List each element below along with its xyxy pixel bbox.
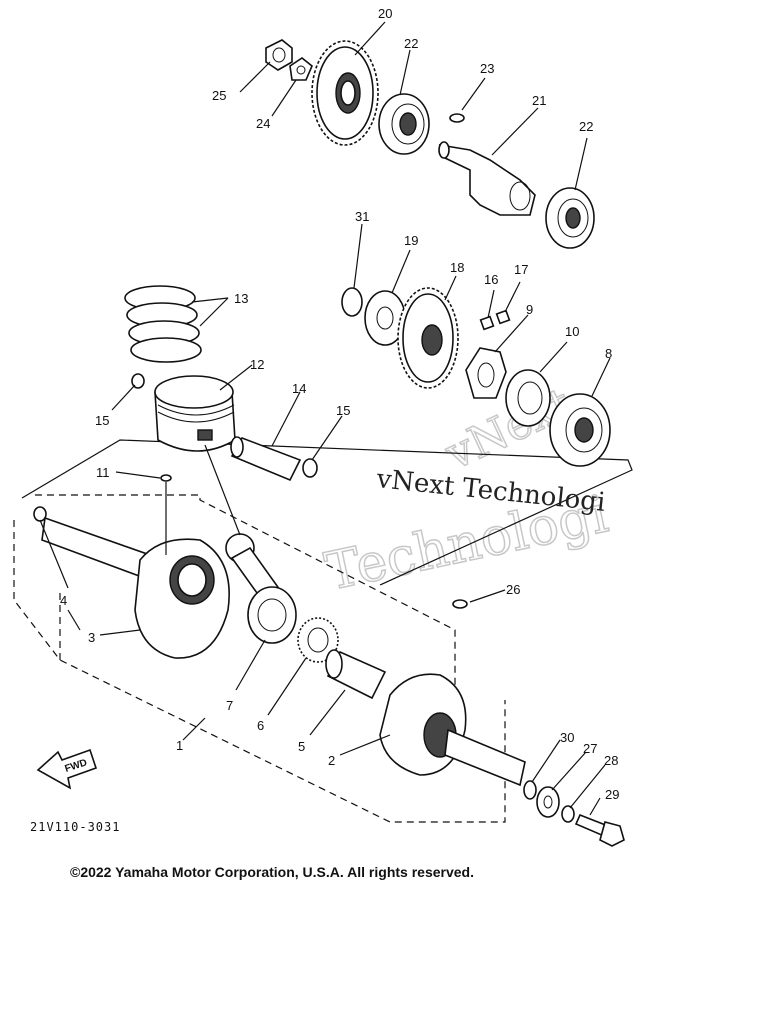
leader-lines bbox=[39, 21, 611, 816]
label-26: 26 bbox=[506, 582, 520, 597]
label-5: 5 bbox=[298, 739, 305, 754]
label-17: 17 bbox=[514, 262, 528, 277]
diagram-code: 21V110-3031 bbox=[30, 820, 120, 834]
piston-12 bbox=[154, 375, 236, 452]
part-labels: 20 22 23 21 22 25 24 31 19 18 16 17 9 10… bbox=[60, 6, 619, 802]
label-14: 14 bbox=[292, 381, 306, 396]
label-20: 20 bbox=[378, 6, 392, 21]
label-9: 9 bbox=[526, 302, 533, 317]
balancer-shaft-21 bbox=[438, 141, 536, 216]
bearing-22-right bbox=[545, 187, 595, 249]
label-2: 2 bbox=[328, 753, 335, 768]
forward-arrow-icon: FWD bbox=[36, 748, 98, 790]
o-ring-30 bbox=[523, 780, 537, 800]
needle-bearing-6 bbox=[297, 617, 339, 663]
label-4: 4 bbox=[60, 593, 67, 608]
primary-gear-18 bbox=[397, 287, 459, 389]
label-15-left: 15 bbox=[95, 413, 109, 428]
label-22-right: 22 bbox=[579, 119, 593, 134]
label-6: 6 bbox=[257, 718, 264, 733]
washer-10 bbox=[505, 369, 551, 427]
nut-25 bbox=[265, 39, 293, 71]
label-3: 3 bbox=[88, 630, 95, 645]
washer-27 bbox=[536, 786, 560, 818]
bolt-29 bbox=[574, 813, 625, 847]
label-28: 28 bbox=[604, 753, 618, 768]
label-10: 10 bbox=[565, 324, 579, 339]
label-30: 30 bbox=[560, 730, 574, 745]
bearing-8 bbox=[549, 393, 611, 467]
label-25: 25 bbox=[212, 88, 226, 103]
label-22-upper: 22 bbox=[404, 36, 418, 51]
crank-left-3 bbox=[41, 516, 230, 659]
circlip-31 bbox=[341, 287, 363, 317]
label-18: 18 bbox=[450, 260, 464, 275]
key-26 bbox=[452, 599, 468, 609]
balancer-gear-20 bbox=[311, 40, 379, 146]
label-12: 12 bbox=[250, 357, 264, 372]
piston-clip-15-left bbox=[131, 373, 145, 389]
piston-clip-15-right bbox=[302, 458, 318, 478]
assembly-frame-outer bbox=[13, 439, 633, 823]
label-21: 21 bbox=[532, 93, 546, 108]
piston-rings-13 bbox=[124, 285, 202, 363]
label-31: 31 bbox=[355, 209, 369, 224]
pin-16 bbox=[479, 315, 495, 331]
bearing-22-upper bbox=[378, 93, 430, 155]
pin-11 bbox=[160, 474, 172, 482]
label-15-right: 15 bbox=[336, 403, 350, 418]
crank-right-2 bbox=[379, 673, 526, 787]
woodruff-key-23 bbox=[449, 113, 465, 123]
label-19: 19 bbox=[404, 233, 418, 248]
lock-washer-24 bbox=[289, 57, 313, 81]
label-27: 27 bbox=[583, 741, 597, 756]
label-16: 16 bbox=[484, 272, 498, 287]
connecting-rod-7 bbox=[225, 533, 297, 644]
label-23: 23 bbox=[480, 61, 494, 76]
crank-pin-5 bbox=[325, 649, 387, 700]
label-24: 24 bbox=[256, 116, 270, 131]
label-13: 13 bbox=[234, 291, 248, 306]
washer-28 bbox=[561, 805, 575, 823]
label-8: 8 bbox=[605, 346, 612, 361]
plate-19 bbox=[364, 290, 406, 346]
piston-pin-14 bbox=[230, 436, 302, 482]
copyright-notice: ©2022 Yamaha Motor Corporation, U.S.A. A… bbox=[70, 864, 474, 880]
label-29: 29 bbox=[605, 787, 619, 802]
spring-17 bbox=[495, 309, 511, 325]
label-11: 11 bbox=[96, 465, 110, 480]
castle-nut-9 bbox=[465, 347, 507, 399]
label-7: 7 bbox=[226, 698, 233, 713]
label-1: 1 bbox=[176, 738, 183, 753]
